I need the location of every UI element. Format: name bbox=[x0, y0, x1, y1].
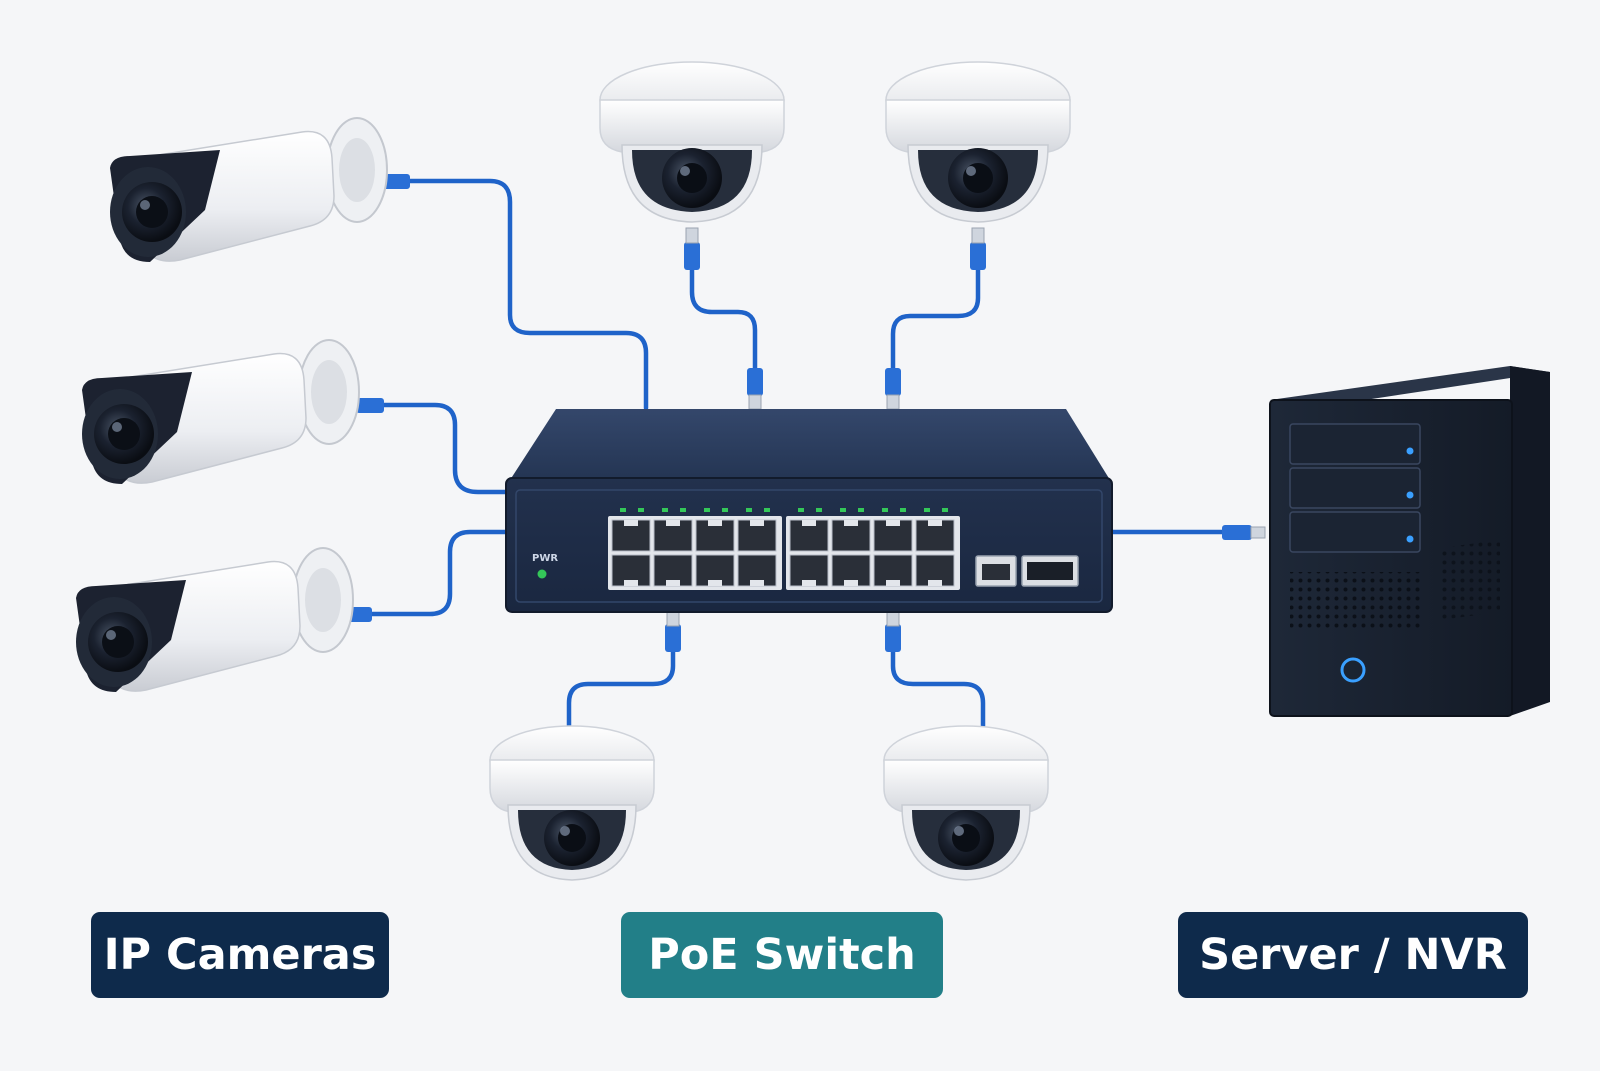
ethernet-port bbox=[695, 519, 735, 552]
cable-bullet-3 bbox=[367, 529, 513, 617]
ip-cameras-label: IP Cameras bbox=[91, 912, 389, 998]
ethernet-ports bbox=[608, 508, 960, 590]
port-status-led bbox=[638, 508, 644, 512]
power-led bbox=[537, 569, 547, 579]
cables bbox=[367, 178, 1228, 733]
server-tower-icon bbox=[1269, 366, 1550, 717]
poe-switch-label: PoE Switch bbox=[621, 912, 943, 998]
poe-switch-icon: PWR bbox=[505, 409, 1113, 613]
port-status-led bbox=[882, 508, 888, 512]
ethernet-connector-icon bbox=[684, 227, 700, 270]
cable-bullet-2 bbox=[377, 402, 513, 495]
port-status-led bbox=[900, 508, 906, 512]
ethernet-port bbox=[611, 554, 651, 587]
cable-dome-2 bbox=[890, 262, 981, 373]
ethernet-connector-icon bbox=[885, 611, 901, 652]
power-label: PWR bbox=[532, 553, 558, 564]
cable-dome-1 bbox=[689, 262, 758, 373]
port-status-led bbox=[662, 508, 668, 512]
port-status-led bbox=[924, 508, 930, 512]
port-status-led bbox=[816, 508, 822, 512]
ethernet-connector-icon bbox=[747, 368, 763, 410]
port-status-led bbox=[620, 508, 626, 512]
port-status-led bbox=[746, 508, 752, 512]
ethernet-connector-icon bbox=[1222, 525, 1266, 540]
ethernet-connector-icon bbox=[970, 227, 986, 270]
cable-dome-3 bbox=[566, 633, 676, 733]
port-status-led bbox=[704, 508, 710, 512]
bullet-camera-icon bbox=[76, 117, 388, 692]
dome-camera-icon bbox=[489, 61, 1071, 881]
port-status-led bbox=[942, 508, 948, 512]
port-status-led bbox=[764, 508, 770, 512]
server-nvr-label: Server / NVR bbox=[1178, 912, 1528, 998]
port-status-led bbox=[858, 508, 864, 512]
port-status-led bbox=[722, 508, 728, 512]
port-status-led bbox=[798, 508, 804, 512]
port-status-led bbox=[680, 508, 686, 512]
cable-dome-4 bbox=[890, 633, 986, 733]
ethernet-port bbox=[789, 519, 829, 552]
ethernet-connector-icon bbox=[885, 368, 901, 410]
port-status-led bbox=[840, 508, 846, 512]
cable-bullet-1 bbox=[405, 178, 649, 411]
power-button bbox=[1340, 657, 1366, 683]
ethernet-connector-icon bbox=[665, 611, 681, 652]
